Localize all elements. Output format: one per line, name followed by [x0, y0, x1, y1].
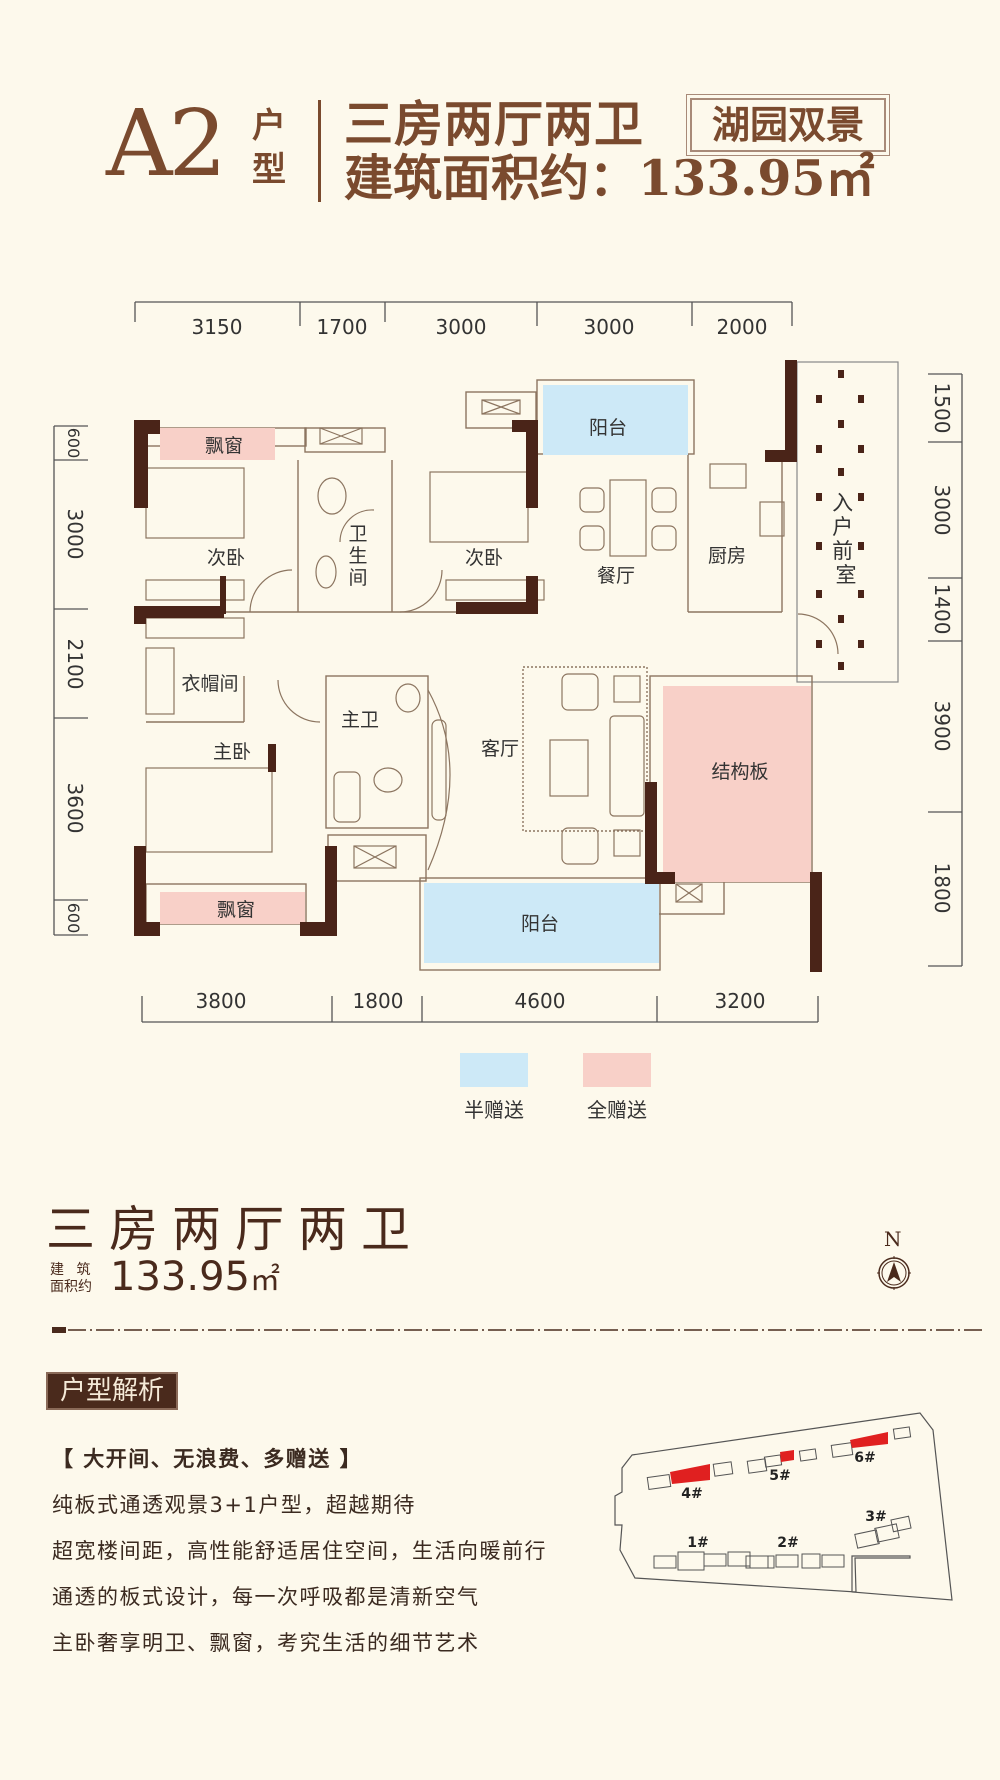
dimension-left [53, 425, 88, 936]
label-bathroom: 卫生间 [348, 523, 367, 589]
compass-icon [877, 1256, 911, 1290]
entry-foyer: 入 户 前 室 [796, 361, 899, 683]
dim-left-0: 600 [64, 428, 83, 459]
area-unit: ㎡ [249, 1263, 280, 1298]
dimension-bottom [141, 996, 819, 1023]
site-building-3: 3# [865, 1509, 886, 1525]
unit-type-char-1: 户 [252, 106, 286, 146]
site-building-4: 4# [681, 1486, 702, 1502]
area-label-line-1: 建 筑 [50, 1262, 95, 1278]
label-balcony-bottom: 阳台 [521, 913, 559, 935]
area-number: 133.95 [110, 1254, 250, 1300]
bay-window-bottom-fill [160, 892, 305, 924]
dim-right-3: 3900 [930, 701, 954, 752]
dim-right-1: 3000 [930, 485, 954, 536]
unit-code: A2 [106, 90, 227, 197]
furniture [145, 463, 785, 871]
analysis-line: 超宽楼间距，高性能舒适居住空间，生活向暖前行 [52, 1539, 547, 1563]
area-title: 建筑面积约：133.95㎡ [344, 149, 875, 207]
dim-bottom-0: 3800 [196, 989, 247, 1013]
area-label-line-2: 面积约 [50, 1279, 92, 1295]
analysis-line: 纯板式通透观景3+1户型，超越期待 [52, 1493, 416, 1517]
balcony-bottom-fill [424, 883, 659, 963]
summary-area-label: 建 筑 面积约 [50, 1262, 94, 1296]
entry-foyer-label: 入 [832, 491, 853, 515]
highlighted-units [670, 1432, 888, 1484]
structural-slab-fill [663, 686, 811, 882]
legend-swatch-full [583, 1053, 651, 1087]
bay-window-top-fill [160, 428, 275, 460]
summary-area-value: 133.95㎡ [110, 1254, 280, 1304]
site-building-1: 1# [687, 1535, 708, 1551]
room-labels: 飘窗 次卧 次卧 阳台 餐厅 厨房 衣帽间 主卫 客厅 结构板 主卧 飘窗 阳台… [181, 417, 768, 935]
dim-left-4: 600 [64, 903, 83, 934]
unit-type-label: 户 型 [252, 104, 292, 192]
structural-walls [134, 360, 822, 972]
dim-left-3: 3600 [63, 783, 87, 834]
analysis-headline: 【 大开间、无浪费、多赠送 】 [52, 1447, 363, 1471]
dim-top-4: 2000 [717, 315, 768, 339]
dim-right-0: 1500 [930, 383, 954, 434]
label-bay-window-bottom: 飘窗 [217, 899, 255, 921]
header-divider [318, 100, 321, 202]
label-bay-window-top: 飘窗 [205, 435, 243, 457]
legend: 半赠送 全赠送 [460, 1053, 651, 1120]
dim-bottom-3: 3200 [715, 989, 766, 1013]
analysis-line: 主卧奢享明卫、飘窗，考究生活的细节艺术 [52, 1631, 480, 1655]
dim-right-2: 1400 [930, 584, 954, 635]
label-balcony-top: 阳台 [589, 417, 627, 439]
dimension-right [928, 373, 963, 967]
dimension-left-labels: 600 3000 2100 3600 600 [63, 428, 87, 934]
legend-label-full: 全赠送 [587, 1098, 647, 1120]
label-dining: 餐厅 [597, 565, 635, 587]
site-building-2: 2# [777, 1535, 798, 1551]
dim-bottom-2: 4600 [515, 989, 566, 1013]
analysis-line: 通透的板式设计，每一次呼吸都是清新空气 [52, 1585, 480, 1609]
unit-type-char-2: 型 [252, 150, 286, 190]
dim-left-2: 2100 [63, 639, 87, 690]
dimension-right-labels: 1500 3000 1400 3900 1800 [930, 383, 954, 914]
label-master-bedroom: 主卧 [213, 741, 251, 763]
dim-top-1: 1700 [317, 315, 368, 339]
north-label: N [884, 1227, 902, 1251]
dim-top-3: 3000 [584, 315, 635, 339]
site-building-6: 6# [854, 1450, 875, 1466]
legend-swatch-half [460, 1053, 528, 1087]
section-divider [52, 1327, 982, 1333]
summary-title: 三房两厅两卫 [46, 1201, 425, 1258]
dim-bottom-1: 1800 [353, 989, 404, 1013]
dim-top-2: 3000 [436, 315, 487, 339]
svg-text:入 户 前 室: 入 户 前 室 [832, 491, 860, 587]
analysis-text: 【 大开间、无浪费、多赠送 】 纯板式通透观景3+1户型，超越期待 超宽楼间距，… [52, 1436, 547, 1666]
dimension-top-labels: 3150 1700 3000 3000 2000 [192, 315, 768, 339]
label-living: 客厅 [481, 738, 519, 760]
label-secondary-bedroom-2: 次卧 [465, 547, 503, 569]
dim-right-4: 1800 [930, 863, 954, 914]
dimension-bottom-labels: 3800 1800 4600 3200 [196, 989, 766, 1013]
layout-title: 三房两厅两卫 [344, 95, 645, 153]
label-walk-in-closet: 衣帽间 [181, 673, 238, 695]
dim-left-1: 3000 [63, 509, 87, 560]
label-master-bath: 主卫 [341, 709, 379, 731]
label-structural-slab: 结构板 [711, 761, 768, 783]
dimension-top [134, 301, 793, 326]
site-building-5: 5# [769, 1468, 790, 1484]
view-tag: 湖园双景 [686, 94, 890, 156]
legend-label-half: 半赠送 [464, 1098, 524, 1120]
analysis-badge: 户型解析 [46, 1372, 178, 1410]
floor-plan: 3150 1700 3000 3000 2000 600 3000 2100 3… [53, 301, 963, 1120]
dim-top-0: 3150 [192, 315, 243, 339]
label-kitchen: 厨房 [708, 545, 746, 567]
site-plan: 4# 5# 6# 1# 2# 3# [614, 1412, 953, 1601]
window-x-markers [319, 399, 703, 903]
label-secondary-bedroom-1: 次卧 [207, 547, 245, 569]
balcony-top-fill [543, 385, 688, 455]
door-swings [249, 509, 839, 723]
